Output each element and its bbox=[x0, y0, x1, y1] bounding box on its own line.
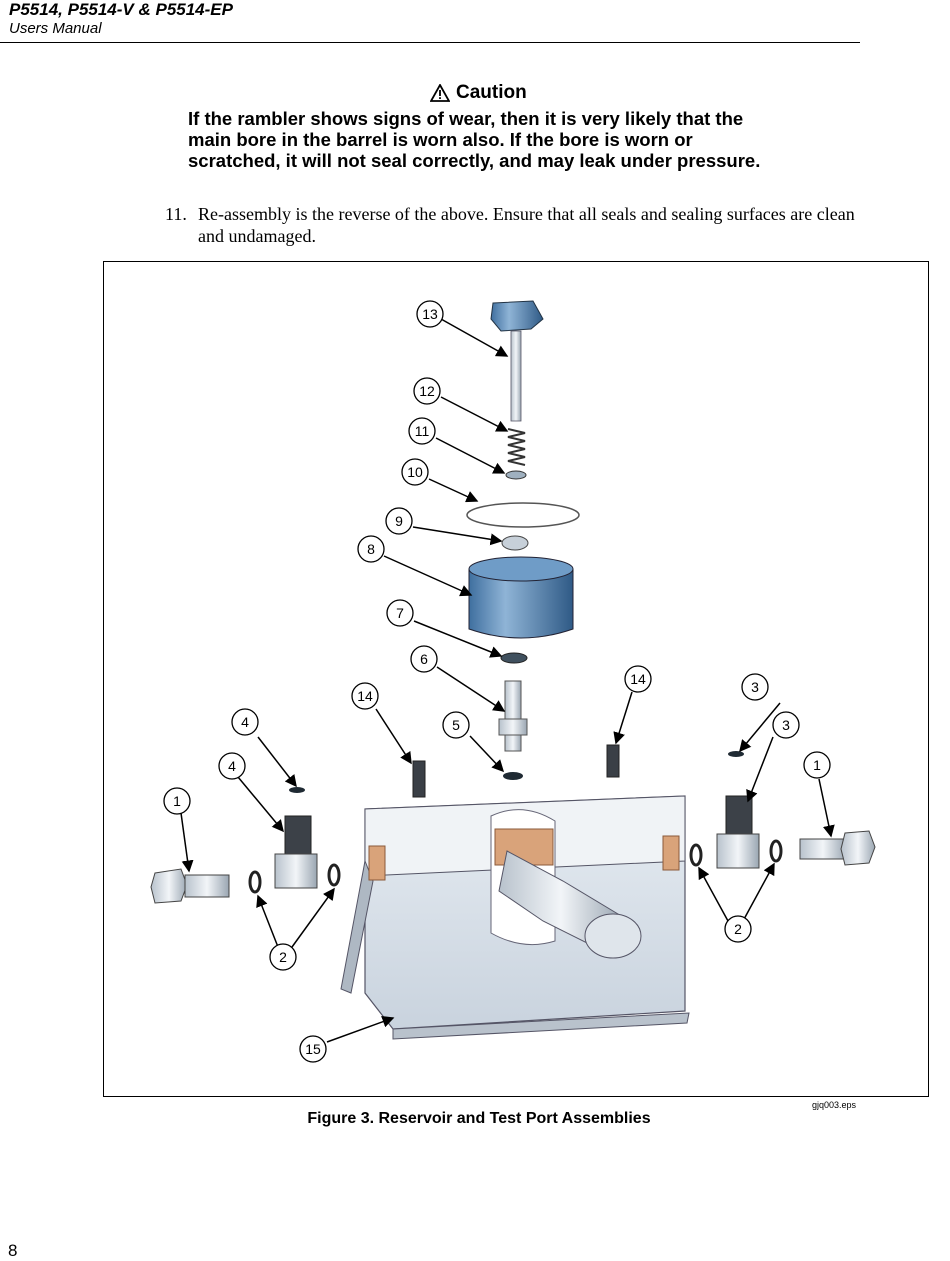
small-seal-part bbox=[503, 772, 523, 780]
figure-frame bbox=[103, 261, 929, 1097]
leader-lines bbox=[180, 318, 835, 1043]
callout-number: 4 bbox=[241, 714, 249, 730]
callout-number: 8 bbox=[367, 541, 375, 557]
step-text: Re-assembly is the reverse of the above.… bbox=[198, 204, 855, 246]
o-ring-part bbox=[248, 870, 262, 894]
callout-circle bbox=[231, 708, 259, 736]
o-ring-part bbox=[689, 843, 703, 867]
callout-circle bbox=[269, 943, 297, 971]
callout-circle bbox=[772, 711, 800, 739]
callout-circle bbox=[299, 1035, 327, 1063]
callout-circle bbox=[413, 377, 441, 405]
fitting-right-part bbox=[716, 795, 760, 869]
callout-circle bbox=[442, 711, 470, 739]
warning-triangle-icon bbox=[430, 84, 450, 102]
callout-circle bbox=[386, 599, 414, 627]
figure-caption: Figure 3. Reservoir and Test Port Assemb… bbox=[307, 1110, 651, 1127]
callout-number: 1 bbox=[813, 757, 821, 773]
callout-circle bbox=[408, 417, 436, 445]
callout-number: 12 bbox=[419, 383, 435, 399]
callout-circle bbox=[357, 535, 385, 563]
callout-number: 15 bbox=[305, 1041, 321, 1057]
callout-number: 7 bbox=[396, 605, 404, 621]
caution-heading: Caution bbox=[430, 82, 527, 104]
seal-right-part bbox=[728, 751, 744, 757]
figure-file-name: gjq003.eps bbox=[812, 1100, 857, 1110]
caution-title: Caution bbox=[456, 82, 527, 103]
callout-circle bbox=[416, 300, 444, 328]
screw-right-part bbox=[606, 744, 620, 778]
callout-number: 13 bbox=[422, 306, 438, 322]
callout-circle bbox=[724, 915, 752, 943]
cover-ring-part bbox=[466, 502, 580, 528]
callout-circle bbox=[218, 752, 246, 780]
callout-number: 1 bbox=[173, 793, 181, 809]
callout-circle bbox=[741, 673, 769, 701]
callout-circle bbox=[401, 458, 429, 486]
callout-number: 3 bbox=[782, 717, 790, 733]
knob-stem-part bbox=[490, 300, 544, 422]
spring-part bbox=[505, 428, 527, 480]
seal-left-part bbox=[289, 787, 305, 793]
callout-circle bbox=[163, 787, 191, 815]
bolt-right-part bbox=[799, 830, 876, 866]
o-ring-part bbox=[327, 863, 341, 887]
callout-number: 2 bbox=[734, 921, 742, 937]
bolt-left-part bbox=[150, 868, 230, 904]
pump-body-part bbox=[340, 795, 690, 1040]
callout-number: 9 bbox=[395, 513, 403, 529]
document-model-title: P5514, P5514-V & P5514-EP bbox=[9, 0, 233, 19]
step-number: 11. bbox=[165, 204, 187, 224]
screw-left-part bbox=[412, 760, 426, 798]
reservoir-cup-part bbox=[468, 556, 574, 639]
callout-number: 11 bbox=[415, 423, 430, 439]
callout-circle bbox=[410, 645, 438, 673]
callout-number: 4 bbox=[228, 758, 236, 774]
callout-number: 10 bbox=[407, 464, 423, 480]
callout-number: 2 bbox=[279, 949, 287, 965]
callout-number: 14 bbox=[357, 688, 373, 704]
callout-circle bbox=[624, 665, 652, 693]
fitting-left-part bbox=[274, 815, 318, 889]
callout-circle bbox=[803, 751, 831, 779]
nut-part bbox=[501, 535, 529, 551]
callout-circle bbox=[385, 507, 413, 535]
page-number: 8 bbox=[8, 1241, 18, 1260]
callout-number: 5 bbox=[452, 717, 460, 733]
o-ring-part bbox=[769, 839, 783, 863]
valve-stem-part bbox=[498, 680, 528, 752]
washer-part bbox=[500, 652, 528, 664]
callout-circle bbox=[351, 682, 379, 710]
callout-number: 3 bbox=[751, 679, 759, 695]
callout-number: 6 bbox=[420, 651, 428, 667]
caution-text: If the rambler shows signs of wear, then… bbox=[188, 108, 761, 171]
header-divider bbox=[0, 42, 860, 43]
document-manual-subtitle: Users Manual bbox=[9, 20, 102, 37]
callout-number: 14 bbox=[630, 671, 646, 687]
